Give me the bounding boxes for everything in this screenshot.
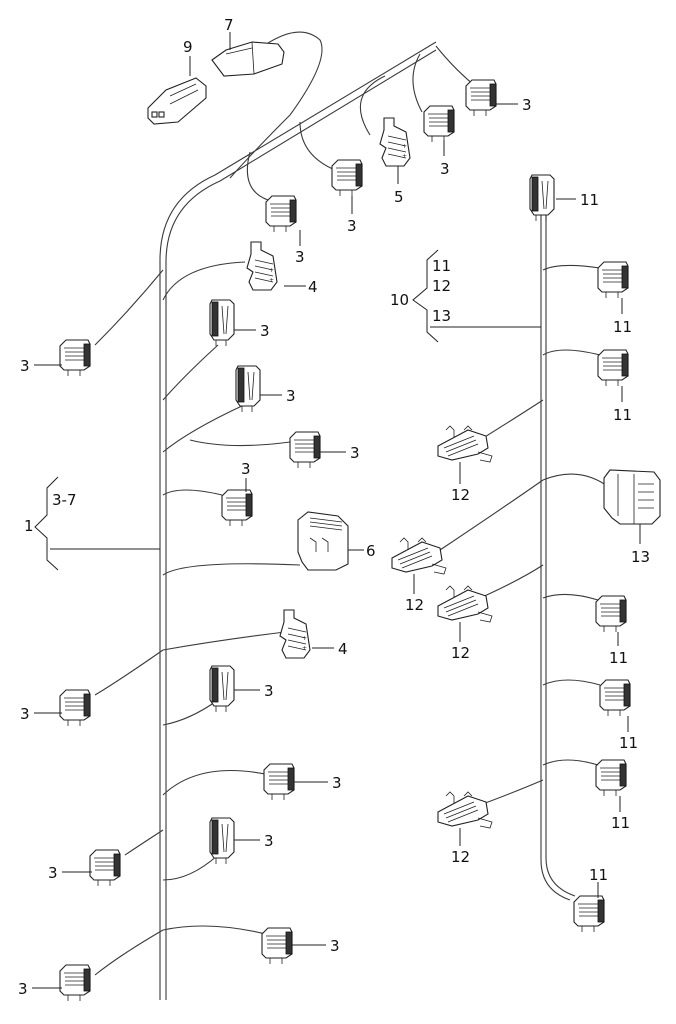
connector-3 xyxy=(235,365,261,413)
callout-6: 6 xyxy=(366,542,376,560)
group-member-3-7: 3-7 xyxy=(52,491,77,509)
connector-3 xyxy=(209,299,235,347)
connector-11 xyxy=(595,759,627,797)
connector-3 xyxy=(59,339,91,377)
connector-11 xyxy=(529,174,555,222)
connector-3 xyxy=(263,763,295,801)
group-member-11: 11 xyxy=(432,257,451,275)
connector-11 xyxy=(597,261,629,299)
connector-3 xyxy=(331,159,363,197)
connector-3 xyxy=(209,665,235,713)
connector-3 xyxy=(89,849,121,887)
connector-3 xyxy=(59,964,91,1002)
callout-3: 3 xyxy=(332,774,342,792)
callout-3: 3 xyxy=(241,460,251,478)
callout-11: 11 xyxy=(613,318,632,336)
connector-3 xyxy=(423,105,455,143)
clip-5 xyxy=(379,117,411,167)
callout-3: 3 xyxy=(350,444,360,462)
holder-12 xyxy=(437,791,493,829)
clip-4 xyxy=(279,609,311,659)
callout-3: 3 xyxy=(260,322,270,340)
callout-3: 3 xyxy=(264,682,274,700)
callout-4: 4 xyxy=(308,278,318,296)
callout-11: 11 xyxy=(589,866,608,884)
connector-3 xyxy=(221,489,253,527)
connector-11 xyxy=(597,349,629,387)
callout-12: 12 xyxy=(451,848,470,866)
callout-5: 5 xyxy=(394,188,404,206)
callout-7: 7 xyxy=(224,16,234,34)
connector-3 xyxy=(265,195,297,233)
callout-3: 3 xyxy=(20,357,30,375)
callout-12: 12 xyxy=(451,644,470,662)
connector-3 xyxy=(465,79,497,117)
holder-12 xyxy=(437,425,493,463)
connector-3 xyxy=(261,927,293,965)
callout-4: 4 xyxy=(338,640,348,658)
callout-3: 3 xyxy=(286,387,296,405)
group-label-1: 1 xyxy=(24,517,34,535)
callout-3: 3 xyxy=(347,217,357,235)
callout-3: 3 xyxy=(440,160,450,178)
connector-3 xyxy=(59,689,91,727)
callout-3: 3 xyxy=(295,248,305,266)
callout-11: 11 xyxy=(580,191,599,209)
callout-11: 11 xyxy=(613,406,632,424)
callout-3: 3 xyxy=(18,980,28,998)
connector-7 xyxy=(211,41,285,77)
connector-13 xyxy=(603,469,661,525)
callout-11: 11 xyxy=(619,734,638,752)
callout-11: 11 xyxy=(609,649,628,667)
harness-right xyxy=(439,215,611,901)
holder-12 xyxy=(437,585,493,623)
callout-3: 3 xyxy=(330,937,340,955)
group-bracket-10: 10 11 12 13 xyxy=(390,249,541,343)
harness-main xyxy=(94,31,481,1000)
callout-labels: 9 7 3 3 5 3 3 4 3 3 3 3 3 6 4 3 3 3 3 3 … xyxy=(18,16,650,998)
callout-11: 11 xyxy=(611,814,630,832)
callout-12: 12 xyxy=(405,596,424,614)
callout-3: 3 xyxy=(20,705,30,723)
callout-leaders xyxy=(32,32,641,989)
callout-13: 13 xyxy=(631,548,650,566)
connector-11 xyxy=(595,595,627,633)
connector-11 xyxy=(573,895,605,933)
group-member-12: 12 xyxy=(432,277,451,295)
holder-12 xyxy=(391,537,447,575)
callout-3: 3 xyxy=(264,832,274,850)
group-bracket-1: 1 3-7 xyxy=(24,476,160,571)
group-member-13: 13 xyxy=(432,307,451,325)
callout-3: 3 xyxy=(522,96,532,114)
connector-3 xyxy=(209,817,235,865)
connector-6 xyxy=(297,511,349,571)
connector-3 xyxy=(289,431,321,469)
group-label-10: 10 xyxy=(390,291,409,309)
connector-11 xyxy=(599,679,631,717)
callout-3: 3 xyxy=(48,864,58,882)
callout-9: 9 xyxy=(183,38,193,56)
clip-4 xyxy=(246,241,278,291)
connector-9 xyxy=(147,77,207,125)
callout-12: 12 xyxy=(451,486,470,504)
